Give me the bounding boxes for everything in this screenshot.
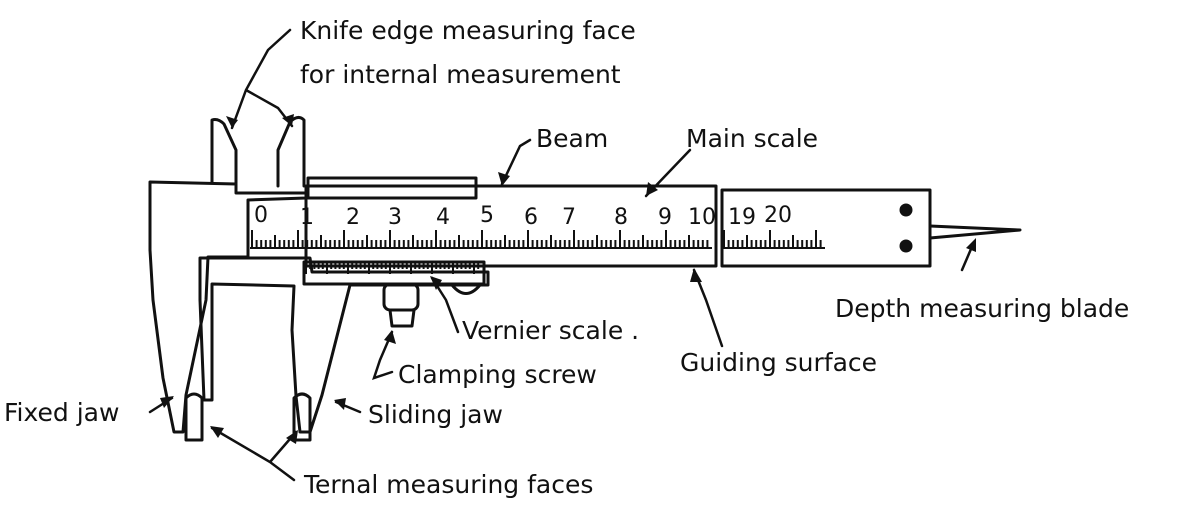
arrowhead-ternal-left: [210, 426, 224, 438]
fixed-jaw-inner-face: [184, 392, 204, 442]
label-sliding-jaw: Sliding jaw: [368, 400, 503, 429]
knife-edge-right: [276, 115, 306, 188]
fixed-jaw-body: [148, 180, 308, 434]
label-knife-edge-line2: for internal measurement: [300, 60, 621, 89]
beam-top-strip: [306, 176, 478, 200]
leader-clamping-screw: [372, 330, 394, 380]
main-beam: [304, 184, 718, 268]
arrowhead-knife-left: [226, 116, 238, 128]
arrowhead-sliding-jaw: [334, 398, 346, 410]
label-depth-blade: Depth measuring blade: [835, 294, 1130, 323]
scale-number-3: 3: [388, 205, 402, 230]
label-clamping-screw: Clamping screw: [398, 360, 597, 389]
leader-lines: [148, 28, 976, 482]
scale-number-8: 8: [614, 205, 628, 230]
tick-marks: [251, 230, 822, 274]
label-fixed-jaw: Fixed jaw: [4, 398, 120, 427]
leader-beam: [500, 138, 532, 186]
label-guiding-surface: Guiding surface: [680, 348, 878, 377]
arrowhead-depth: [966, 238, 976, 252]
scale-number-0: 0: [254, 203, 268, 228]
leader-ternal-faces: [210, 426, 298, 482]
scale-number-9: 9: [658, 205, 672, 230]
scale-number-7: 7: [562, 205, 576, 230]
scale-number-4: 4: [436, 205, 450, 230]
knife-edge-left: [210, 118, 238, 185]
end-screw-upper: [899, 203, 913, 217]
scale-number-2: 2: [346, 205, 360, 230]
scale-number-1: 1: [300, 205, 314, 230]
arrowhead-clamping: [384, 330, 396, 344]
leader-knife-edge: [230, 28, 294, 130]
arrowhead-beam: [498, 172, 510, 186]
scale-number-20: 20: [764, 203, 792, 228]
scale-number-10: 10: [688, 205, 716, 230]
depth-measuring-blade-shape: [928, 224, 1022, 240]
clamping-screw-shaft: [388, 308, 416, 328]
end-screw-lower: [899, 239, 913, 253]
scale-number-5: 5: [480, 203, 494, 228]
main-scale-end-section: [720, 188, 932, 268]
arrowheads: [160, 114, 976, 444]
arrowhead-fixed-jaw: [160, 396, 174, 408]
arrowhead-vernier: [430, 276, 442, 290]
label-ternal-faces: Ternal measuring faces: [304, 470, 594, 499]
clamping-screw-knob: [382, 282, 420, 312]
label-vernier-scale: Vernier scale .: [462, 316, 640, 345]
sliding-jaw-body: [198, 256, 490, 434]
arrowhead-ternal-right: [286, 430, 298, 444]
scale-number-19: 19: [728, 205, 756, 230]
vernier-lip: [450, 283, 482, 295]
scale-number-6: 6: [524, 205, 538, 230]
label-main-scale: Main scale: [686, 124, 819, 153]
label-knife-edge-line1: Knife edge measuring face: [300, 16, 636, 45]
sliding-jaw-inner-face: [292, 392, 312, 442]
arrowhead-main-scale: [646, 182, 658, 196]
arrowhead-guiding: [690, 268, 702, 282]
scale-numbers: 0 1 2 3 4 5 6 7 8 9 10 19 20: [254, 203, 792, 230]
arrowhead-knife-right: [282, 114, 294, 126]
label-beam: Beam: [536, 124, 609, 153]
